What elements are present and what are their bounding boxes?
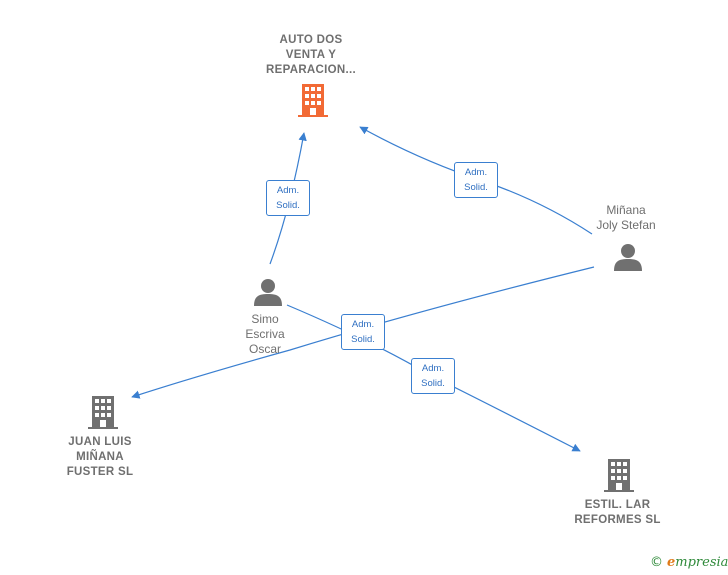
edge-label-line2: Solid. xyxy=(421,378,445,389)
edge-label-line1: Adm. xyxy=(276,185,300,196)
edge-label-line1: Adm. xyxy=(351,319,375,330)
minana-label[interactable]: Miñana Joly Stefan xyxy=(596,203,656,232)
simo-label[interactable]: Simo Escriva Oscar xyxy=(245,312,285,356)
brand-logo-letter: e xyxy=(667,555,676,570)
edge-label-line2: Solid. xyxy=(351,334,375,345)
juan-luis-label[interactable]: JUAN LUIS MIÑANA FUSTER SL xyxy=(66,436,134,478)
edge-label-simo-auto-dos[interactable]: Adm. Solid. xyxy=(266,180,310,216)
juan-luis-building-icon[interactable] xyxy=(88,396,118,429)
edge-label-line2: Solid. xyxy=(276,200,300,211)
edge-label-minana-auto-dos[interactable]: Adm. Solid. xyxy=(454,162,498,198)
brand-name: mpresia xyxy=(675,555,728,570)
edge-label-line2: Solid. xyxy=(464,182,488,193)
simo-person-icon[interactable] xyxy=(254,279,282,306)
footer-brand[interactable]: © empresia xyxy=(650,555,728,570)
minana-person-icon[interactable] xyxy=(614,244,642,271)
copyright-icon: © xyxy=(650,555,663,570)
edge-minana-to-juan-luis xyxy=(131,266,595,399)
edge-label-simo-estil-lar[interactable]: Adm. Solid. xyxy=(411,358,455,394)
estil-lar-building-icon[interactable] xyxy=(604,459,634,492)
auto-dos-building-icon[interactable] xyxy=(298,84,328,117)
edge-label-line1: Adm. xyxy=(464,167,488,178)
edge-label-minana-juan-luis[interactable]: Adm. Solid. xyxy=(341,314,385,350)
edge-label-line1: Adm. xyxy=(421,363,445,374)
auto-dos-label[interactable]: AUTO DOS VENTA Y REPARACION... xyxy=(266,34,356,76)
estil-lar-label[interactable]: ESTIL. LAR REFORMES SL xyxy=(574,499,661,526)
